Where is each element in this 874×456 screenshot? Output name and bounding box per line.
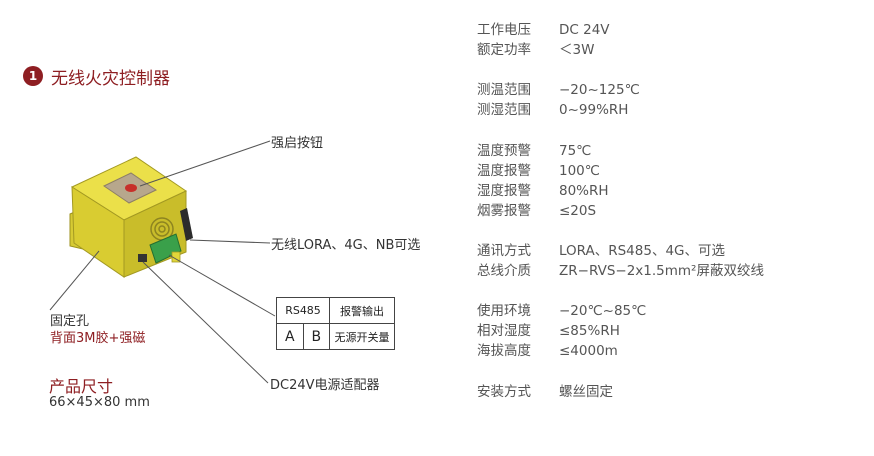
size-value: 66×45×80 mm bbox=[49, 395, 150, 410]
terminal-alarm-header: 报警输出 bbox=[329, 297, 395, 324]
spec-key: 使用环境 bbox=[477, 303, 531, 319]
spec-group-installation: 安装方式 螺丝固定 bbox=[477, 382, 613, 402]
spec-value: ZR−RVS−2x1.5mm²屏蔽双绞线 bbox=[559, 263, 764, 279]
terminal-passive-switch: 无源开关量 bbox=[329, 323, 395, 350]
spec-row: 测温范围 −20~125℃ bbox=[477, 80, 640, 100]
force-start-button bbox=[125, 184, 137, 192]
spec-key: 烟雾报警 bbox=[477, 203, 531, 219]
spec-value: ≤20S bbox=[559, 203, 597, 219]
spec-row: 温度预警 75℃ bbox=[477, 141, 609, 161]
spec-value: 100℃ bbox=[559, 163, 600, 179]
terminal-b: B bbox=[302, 323, 330, 350]
spec-group-communication: 通讯方式 LORA、RS485、4G、可选 总线介质 ZR−RVS−2x1.5mm²… bbox=[477, 241, 764, 281]
leader-line-terminal bbox=[168, 254, 276, 317]
spec-key: 温度预警 bbox=[477, 143, 531, 159]
callout-back-mount: 背面3M胶+强磁 bbox=[50, 331, 146, 346]
spec-row: 湿度报警 80%RH bbox=[477, 181, 609, 201]
spec-key: 额定功率 bbox=[477, 42, 531, 58]
size-title: 产品尺寸 bbox=[49, 377, 114, 396]
terminal-a: A bbox=[276, 323, 304, 350]
spec-row: 海拔高度 ≤4000m bbox=[477, 341, 646, 361]
spec-row: 工作电压 DC 24V bbox=[477, 20, 610, 40]
spec-value: −20~125℃ bbox=[559, 82, 640, 98]
spec-value: ≤85%RH bbox=[559, 323, 620, 339]
spec-value: 75℃ bbox=[559, 143, 592, 159]
spec-row: 相对湿度 ≤85%RH bbox=[477, 321, 646, 341]
spec-key: 海拔高度 bbox=[477, 343, 531, 359]
callout-force-button: 强启按钮 bbox=[271, 136, 324, 151]
leader-line-button bbox=[139, 140, 271, 187]
spec-key: 相对湿度 bbox=[477, 323, 531, 339]
spec-key: 通讯方式 bbox=[477, 243, 531, 259]
terminal-rs485-header: RS485 bbox=[276, 297, 330, 324]
spec-value: DC 24V bbox=[559, 22, 610, 38]
spec-row: 额定功率 ＜3W bbox=[477, 40, 610, 60]
section-number-badge: 1 bbox=[23, 66, 43, 86]
spec-row: 测湿范围 0~99%RH bbox=[477, 100, 640, 120]
spec-row: 温度报警 100℃ bbox=[477, 161, 609, 181]
spec-value: 80%RH bbox=[559, 183, 609, 199]
spec-group-power: 工作电压 DC 24V 额定功率 ＜3W bbox=[477, 20, 610, 60]
spec-key: 安装方式 bbox=[477, 384, 531, 400]
antenna bbox=[180, 208, 193, 241]
spec-value: ≤4000m bbox=[559, 343, 618, 359]
callout-wireless: 无线LORA、4G、NB可选 bbox=[271, 238, 421, 253]
spec-row: 安装方式 螺丝固定 bbox=[477, 382, 613, 402]
leader-line-fixing-hole bbox=[49, 250, 100, 311]
spec-value: 0~99%RH bbox=[559, 102, 629, 118]
spec-row: 烟雾报警 ≤20S bbox=[477, 201, 609, 221]
spec-row: 通讯方式 LORA、RS485、4G、可选 bbox=[477, 241, 764, 261]
callout-fixing-hole: 固定孔 bbox=[50, 314, 90, 329]
spec-value: 螺丝固定 bbox=[559, 384, 613, 400]
spec-value: −20℃~85℃ bbox=[559, 303, 647, 319]
spec-value: LORA、RS485、4G、可选 bbox=[559, 243, 726, 259]
terminal-block bbox=[149, 233, 182, 264]
terminal-table: RS485 报警输出 A B 无源开关量 bbox=[276, 297, 395, 350]
spec-key: 测温范围 bbox=[477, 82, 531, 98]
spec-row: 总线介质 ZR−RVS−2x1.5mm²屏蔽双绞线 bbox=[477, 261, 764, 281]
spec-key: 工作电压 bbox=[477, 22, 531, 38]
spec-group-alarm: 温度预警 75℃ 温度报警 100℃ 湿度报警 80%RH 烟雾报警 ≤20S bbox=[477, 141, 609, 221]
callout-power-adapter: DC24V电源适配器 bbox=[270, 378, 380, 393]
spec-key: 总线介质 bbox=[477, 263, 531, 279]
spec-key: 湿度报警 bbox=[477, 183, 531, 199]
dc-power-jack bbox=[138, 254, 147, 262]
leader-line-wireless bbox=[189, 239, 271, 244]
spec-group-range: 测温范围 −20~125℃ 测湿范围 0~99%RH bbox=[477, 80, 640, 120]
leader-line-power bbox=[142, 261, 269, 384]
spec-value: ＜3W bbox=[559, 42, 595, 58]
spec-row: 使用环境 −20℃~85℃ bbox=[477, 301, 646, 321]
spec-key: 测湿范围 bbox=[477, 102, 531, 118]
product-title: 无线火灾控制器 bbox=[51, 69, 170, 89]
spec-group-environment: 使用环境 −20℃~85℃ 相对湿度 ≤85%RH 海拔高度 ≤4000m bbox=[477, 301, 646, 361]
spec-key: 温度报警 bbox=[477, 163, 531, 179]
